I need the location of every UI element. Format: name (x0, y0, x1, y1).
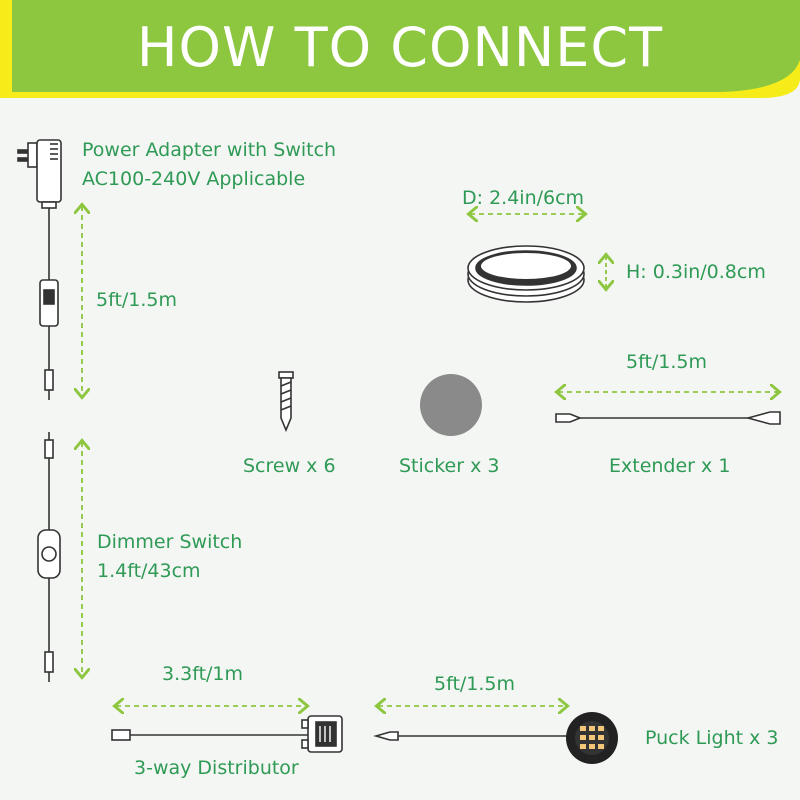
screw-icon (278, 371, 294, 433)
sticker-label: Sticker x 3 (399, 455, 500, 477)
page-title: HOW TO CONNECT (136, 16, 664, 79)
power-adapter-name: Power Adapter with Switch (82, 139, 337, 161)
puck-light-icon (467, 245, 585, 303)
puck-height-label: H: 0.3in/0.8cm (626, 261, 766, 283)
distributor-length: 3.3ft/1m (162, 663, 244, 685)
header-banner (0, 0, 800, 98)
dimmer-name: Dimmer Switch (97, 531, 243, 553)
puck-light-cable (373, 731, 568, 741)
puck-cable-length: 5ft/1.5m (434, 673, 516, 695)
distributor-box-icon (111, 715, 343, 753)
sticker-icon (420, 374, 482, 436)
dimmer-knob-icon (37, 529, 61, 579)
connector-plug-icon (44, 432, 54, 459)
power-adapter-length: 5ft/1.5m (96, 289, 178, 311)
puck-light-icon (566, 712, 618, 764)
header-band (12, 0, 800, 92)
screw-label: Screw x 6 (243, 455, 336, 477)
connector-plug-icon (44, 369, 54, 400)
extender-cable (555, 411, 781, 425)
distributor-label: 3-way Distributor (134, 757, 299, 779)
dimmer-length: 1.4ft/43cm (97, 560, 201, 582)
rocker-switch-icon (39, 279, 59, 327)
power-plug-icon (17, 139, 62, 209)
puck-diameter-label: D: 2.4in/6cm (462, 187, 585, 209)
extender-label: Extender x 1 (609, 455, 731, 477)
connector-plug-icon (44, 651, 54, 682)
puck-light-label: Puck Light x 3 (645, 727, 779, 749)
power-adapter-spec: AC100-240V Applicable (82, 168, 306, 190)
extender-length: 5ft/1.5m (626, 351, 708, 373)
